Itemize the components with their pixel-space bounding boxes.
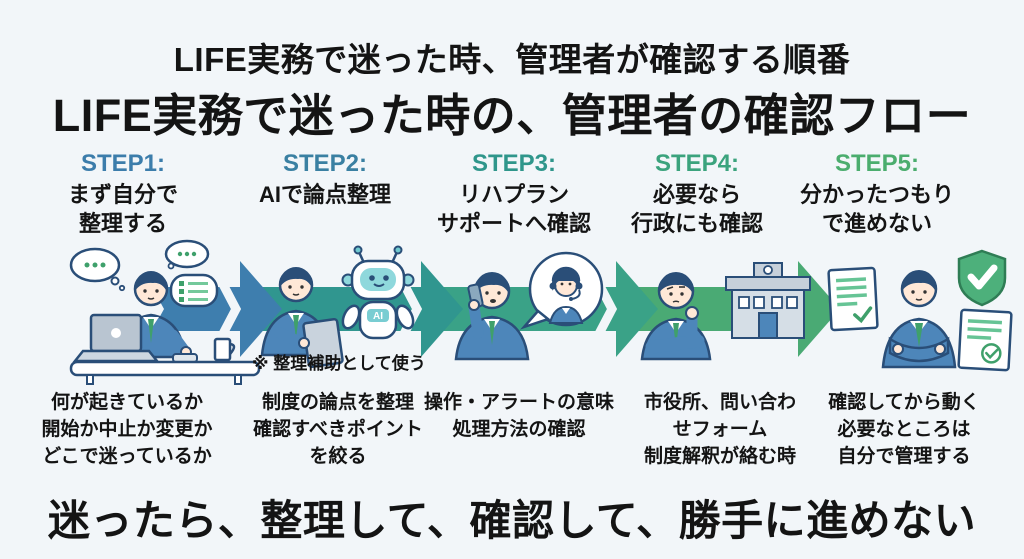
checklist-bubble-icon	[169, 273, 219, 308]
step2-usage-note: ※ 整理補助として使う	[252, 354, 426, 373]
step3-label: STEP3:	[471, 150, 557, 177]
title-line2: LIFE実務で迷った時の、管理者の確認フロー	[52, 90, 972, 141]
step5-title: 分かったつもり で進めない	[799, 182, 954, 236]
desk	[69, 360, 261, 385]
document-check-icon	[827, 266, 879, 332]
thinking-person	[640, 272, 712, 361]
person-with-tablet	[260, 267, 344, 369]
step3-header: STEP3: リハプラン サポートへ確認	[409, 150, 619, 238]
step2-label: STEP2:	[282, 150, 368, 177]
step3-description: 操作・アラートの意味 処理方法の確認	[423, 392, 614, 440]
step2-illustration-man-with-ai: AI	[260, 245, 415, 369]
flow-band: AI	[0, 235, 1024, 385]
government-building-icon	[725, 262, 811, 339]
footer-message: 迷ったら、整理して、確認して、勝手に進めない	[47, 497, 977, 544]
step1-description: 何が起きているか 開始か中止か変更か どこで迷っているか	[41, 392, 213, 467]
step4-illustration-city-office	[640, 262, 811, 361]
flow-arrow-1	[152, 261, 282, 357]
laptop-icon	[72, 313, 160, 363]
chat-bubble-icon	[164, 239, 210, 270]
operator-bubble-icon	[520, 251, 604, 330]
ai-badge-label: AI	[373, 311, 383, 322]
step5-label: STEP5:	[834, 150, 920, 177]
step1-header: STEP1: まず自分で 整理する	[18, 150, 228, 238]
document-verified-icon	[957, 308, 1013, 372]
headset-operator-icon	[548, 266, 584, 324]
step2-header: STEP2: AIで論点整理	[220, 150, 430, 209]
step3-title: リハプラン サポートへ確認	[436, 182, 591, 236]
thought-bubble-icon	[69, 247, 126, 292]
step2-description: 制度の論点を整理 確認すべきポイント を絞る	[253, 392, 423, 467]
person-arms-crossed	[881, 270, 957, 369]
shield-check-icon	[957, 249, 1007, 307]
step5-header: STEP5: 分かったつもり で進めない	[772, 150, 982, 238]
step3-illustration-phone-support	[454, 251, 604, 361]
step5-illustration-verified	[827, 249, 1013, 372]
coffee-cup-icon	[213, 337, 236, 362]
person-on-phone	[454, 272, 530, 361]
step2-title: AIで論点整理	[258, 182, 391, 207]
step4-label: STEP4:	[654, 150, 740, 177]
step5-description: 確認してから動く 必要なところは 自分で管理する	[828, 392, 980, 467]
step1-illustration-man-at-laptop	[69, 239, 261, 385]
ai-robot-icon: AI	[341, 245, 415, 340]
step4-title: 必要なら 行政にも確認	[630, 182, 763, 236]
step4-header: STEP4: 必要なら 行政にも確認	[592, 150, 802, 238]
step1-label: STEP1:	[80, 150, 166, 177]
step1-title: まず自分で 整理する	[67, 182, 178, 236]
title-line1: LIFE実務で迷った時、管理者が確認する順番	[173, 41, 851, 78]
step4-description: 市役所、問い合わ せフォーム 制度解釈が絡む時	[643, 392, 796, 467]
